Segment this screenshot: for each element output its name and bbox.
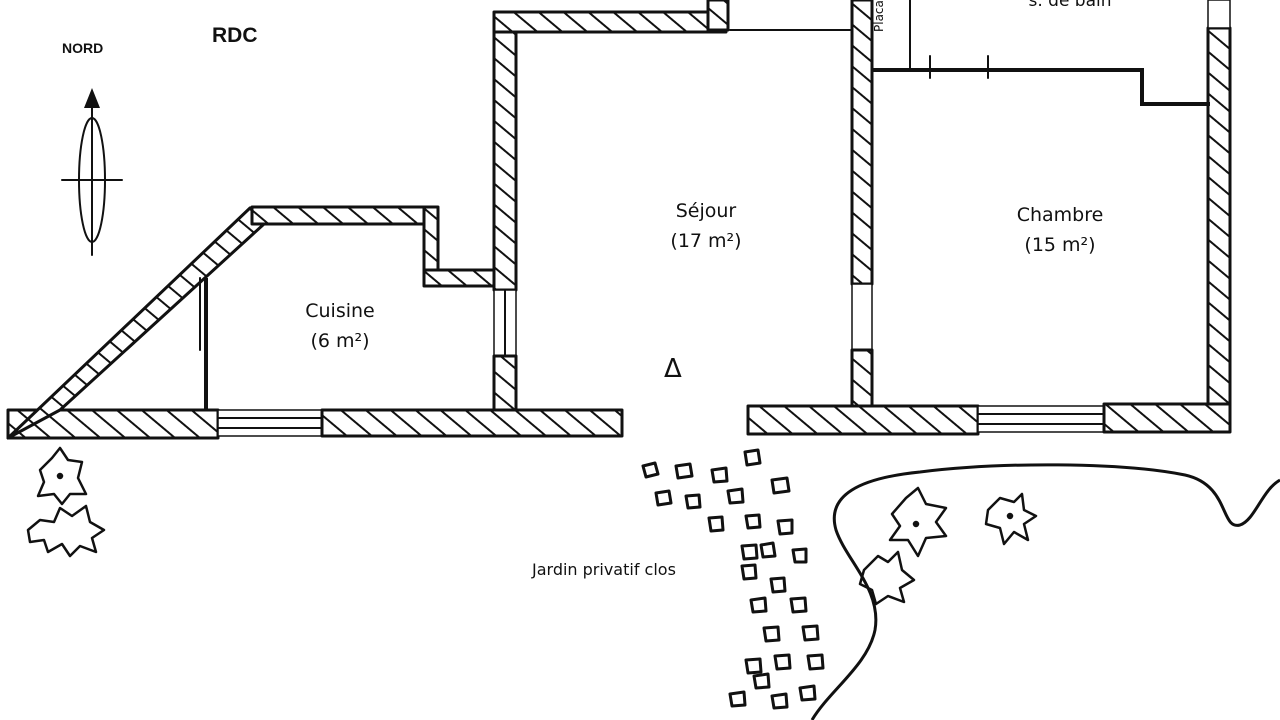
north-arrow-icon [61,88,123,256]
room-chambre: Chambre (15 m²) [1000,200,1120,260]
room-chambre-area: (15 m²) [1024,234,1096,256]
stepping-stones [641,448,825,710]
room-sejour: Séjour (17 m²) [654,196,758,256]
entrance-marker: Δ [664,354,682,384]
room-cuisine-name: Cuisine [305,300,375,322]
room-sejour-name: Séjour [675,200,737,222]
room-cuisine-area: (6 m²) [310,330,370,352]
room-bain: s. de bain [1028,0,1112,11]
garden-label: Jardin privatif clos [532,560,676,579]
room-cuisine: Cuisine (6 m²) [288,296,392,356]
garden-border [810,463,1280,720]
kitchen-walls [6,205,502,440]
room-chambre-name: Chambre [1016,204,1104,226]
room-sejour-area: (17 m²) [670,230,742,252]
living-room-walls [320,0,874,438]
bedroom-walls [746,0,1232,436]
plant-icon [26,446,1038,606]
north-label: NORD [62,40,104,56]
room-placard: Placard [872,0,886,32]
level-label: RDC [212,24,258,47]
